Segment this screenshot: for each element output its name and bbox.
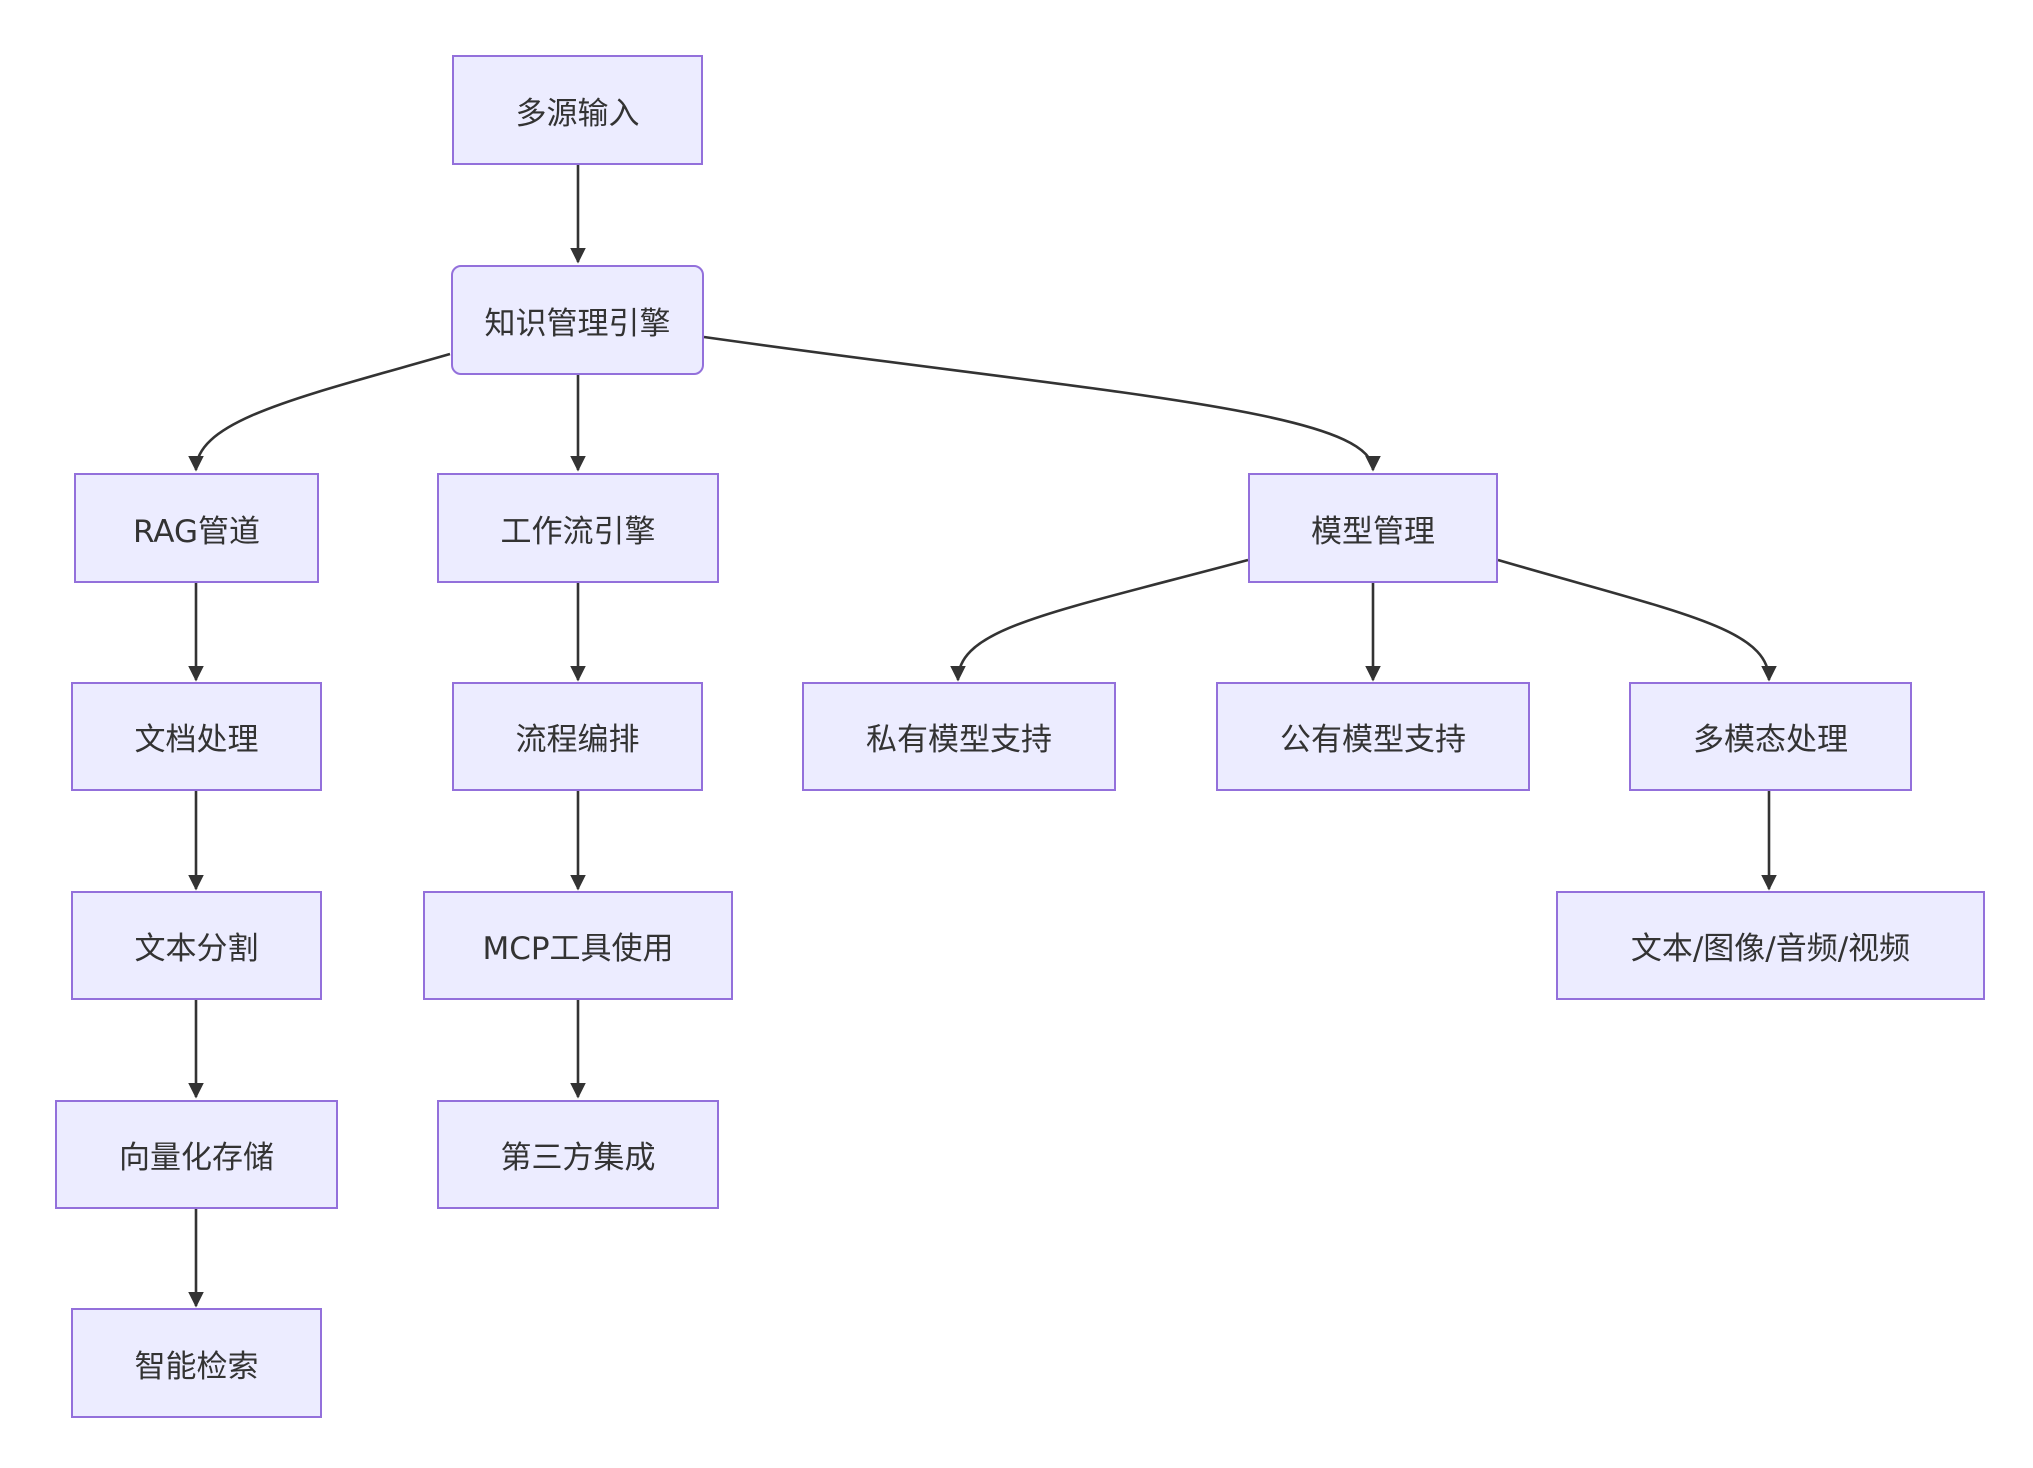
node-label: 私有模型支持 — [866, 722, 1052, 758]
node-public-model-support: 公有模型支持 — [1216, 682, 1530, 791]
node-third-party-integration: 第三方集成 — [437, 1100, 719, 1209]
node-rag-pipeline: RAG管道 — [74, 473, 319, 583]
node-label: 文档处理 — [134, 722, 259, 758]
node-document-processing: 文档处理 — [71, 682, 322, 791]
node-label: 文本分割 — [134, 931, 259, 967]
node-private-model-support: 私有模型支持 — [802, 682, 1116, 791]
node-text-splitting: 文本分割 — [71, 891, 322, 1000]
node-knowledge-engine: 知识管理引擎 — [451, 265, 704, 375]
node-model-management: 模型管理 — [1248, 473, 1498, 583]
edge-model-management-to-multimodal — [1497, 558, 1777, 682]
node-multi-source-input: 多源输入 — [452, 55, 703, 165]
node-label: MCP工具使用 — [482, 931, 674, 967]
node-label: 多源输入 — [515, 95, 640, 132]
node-label: 知识管理引擎 — [484, 305, 671, 342]
node-process-orchestration: 流程编排 — [452, 682, 703, 791]
edge-model-management-to-private — [950, 558, 1249, 682]
node-mcp-tool-usage: MCP工具使用 — [423, 891, 733, 1000]
node-label: 向量化存储 — [119, 1140, 274, 1176]
node-label: RAG管道 — [133, 513, 260, 550]
node-label: 公有模型支持 — [1280, 722, 1466, 758]
node-label: 工作流引擎 — [500, 513, 656, 550]
node-label: 流程编排 — [515, 722, 640, 758]
node-vector-storage: 向量化存储 — [55, 1100, 338, 1209]
edge-knowledge-engine-to-model-management — [703, 335, 1381, 472]
node-label: 多模态处理 — [1693, 722, 1848, 758]
node-workflow-engine: 工作流引擎 — [437, 473, 719, 583]
edge-knowledge-engine-to-rag — [188, 352, 451, 472]
node-intelligent-retrieval: 智能检索 — [71, 1308, 322, 1418]
node-label: 第三方集成 — [500, 1140, 656, 1176]
node-label: 智能检索 — [134, 1348, 259, 1385]
node-multimodal-processing: 多模态处理 — [1629, 682, 1912, 791]
node-media-types: 文本/图像/音频/视频 — [1556, 891, 1985, 1000]
node-label: 文本/图像/音频/视频 — [1630, 931, 1911, 967]
node-label: 模型管理 — [1311, 513, 1435, 550]
